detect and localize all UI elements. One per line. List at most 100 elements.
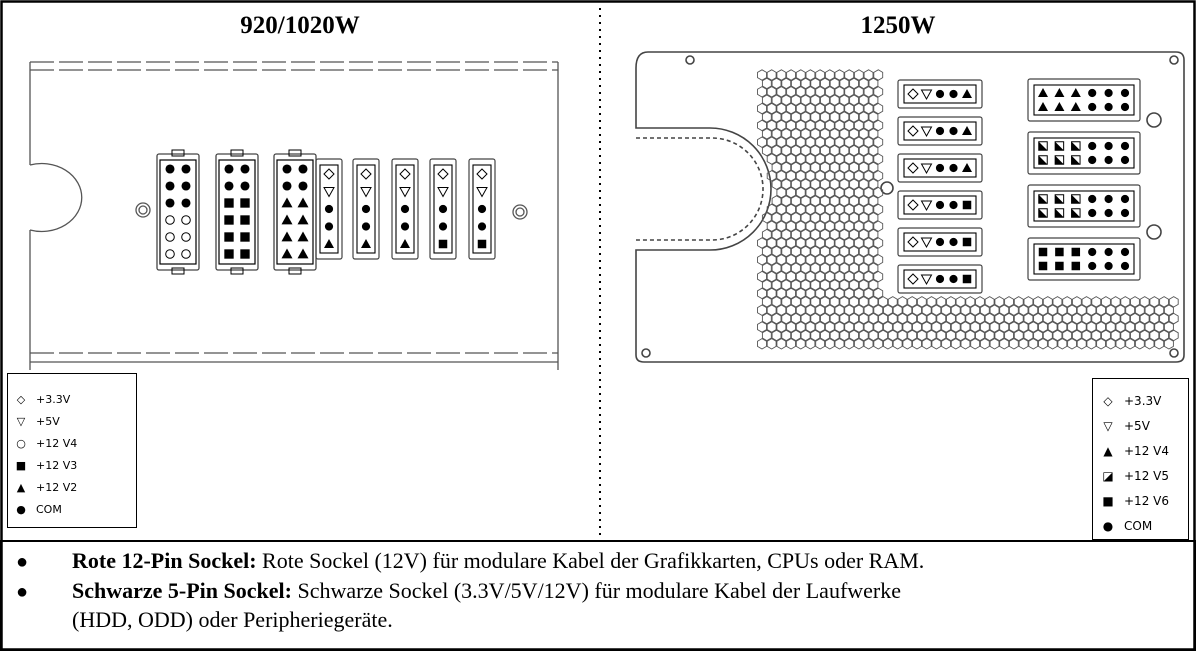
vent-hole [994, 329, 1005, 342]
vent-hole [1004, 296, 1014, 308]
vent-hole [805, 338, 816, 350]
vent-hole [805, 153, 816, 165]
vent-hole [757, 136, 767, 148]
vent-hole [834, 86, 845, 98]
vent-hole [795, 338, 806, 350]
vent-hole [853, 102, 864, 115]
vent-hole [868, 77, 879, 90]
connector-pin [1120, 155, 1130, 165]
vent-hole [781, 329, 792, 342]
legend-symbol: ▲ [16, 480, 26, 494]
vent-hole [868, 144, 879, 157]
vent-hole [892, 338, 903, 350]
vent-hole [897, 329, 908, 342]
vent-hole [1071, 329, 1082, 342]
connector-5pin [897, 190, 983, 220]
vent-hole [1168, 296, 1179, 308]
connector-pin [282, 164, 292, 174]
vent-hole [849, 262, 859, 274]
vent-hole [1042, 296, 1053, 308]
vent-hole [757, 102, 767, 115]
vent-hole [800, 128, 811, 140]
vent-hole [1013, 296, 1024, 308]
connector-pin [240, 215, 250, 225]
vent-hole [1154, 304, 1165, 316]
vent-hole [912, 304, 922, 316]
vent-hole [975, 296, 985, 308]
vent-hole [761, 94, 772, 106]
vent-hole [824, 136, 835, 148]
vent-hole [878, 329, 889, 342]
vent-hole [800, 228, 811, 241]
vent-hole [863, 119, 874, 132]
vent-hole [790, 178, 801, 190]
connector-pin [920, 89, 933, 101]
vent-hole [829, 178, 840, 190]
vent-hole [844, 170, 855, 182]
vent-hole [1163, 304, 1174, 316]
vent-hole [858, 94, 869, 106]
vent-hole [863, 321, 874, 333]
vent-hole [810, 245, 821, 258]
vent-hole [1047, 338, 1058, 350]
vent-hole [815, 170, 826, 182]
connector-pin [1120, 141, 1130, 151]
connector-pin [1088, 155, 1097, 165]
vent-hole [839, 128, 850, 140]
vent-hole [868, 94, 879, 106]
vent-hole [815, 237, 826, 249]
vent-hole [820, 228, 830, 241]
connector-5pin [391, 158, 419, 260]
vent-hole [883, 321, 893, 333]
vent-hole [786, 136, 796, 148]
connector-pin [907, 273, 919, 285]
connector-pin [1104, 194, 1113, 204]
vent-hole [965, 312, 976, 325]
vent-hole [1149, 329, 1160, 342]
vent-hole [766, 287, 777, 300]
vent-hole [776, 153, 787, 165]
connector-pin [165, 215, 175, 225]
vent-hole [757, 270, 767, 283]
vent-hole [800, 296, 811, 308]
vent-hole [868, 195, 879, 207]
legend-label: +5V [1124, 418, 1150, 433]
vent-hole [853, 270, 864, 283]
vent-hole [1023, 296, 1034, 308]
vent-hole [1144, 304, 1155, 316]
vent-hole [795, 186, 806, 199]
vent-hole [810, 161, 821, 174]
vent-hole [829, 195, 840, 207]
connector-pin [1070, 102, 1081, 111]
connector-pin [224, 164, 234, 174]
vent-hole [766, 203, 777, 216]
legend-row: ◇+3.3V [12, 388, 136, 410]
vent-hole [781, 228, 792, 241]
vent-hole [810, 111, 821, 123]
vent-hole [757, 237, 767, 249]
vent-hole [805, 170, 816, 182]
vent-hole [1163, 321, 1174, 333]
vent-hole [878, 296, 889, 308]
vent-hole [887, 296, 898, 308]
vent-hole [970, 321, 981, 333]
vent-hole [795, 321, 806, 333]
vent-hole [781, 245, 792, 258]
vent-hole [795, 102, 806, 115]
connector-pin [240, 198, 250, 208]
connector-12pin [1027, 78, 1141, 122]
connector-5pin [429, 158, 457, 260]
vent-hole [844, 102, 855, 115]
vent-hole [790, 262, 801, 274]
vent-hole [766, 270, 777, 283]
vent-hole [873, 203, 884, 216]
vent-hole [950, 338, 961, 350]
vent-hole [863, 86, 874, 98]
vent-hole [955, 329, 966, 342]
connector-pin [297, 197, 309, 208]
vent-hole [839, 262, 850, 274]
vent-hole [1144, 321, 1155, 333]
vent-hole [858, 279, 869, 291]
vent-hole [815, 287, 826, 300]
connector-pin [323, 168, 335, 180]
